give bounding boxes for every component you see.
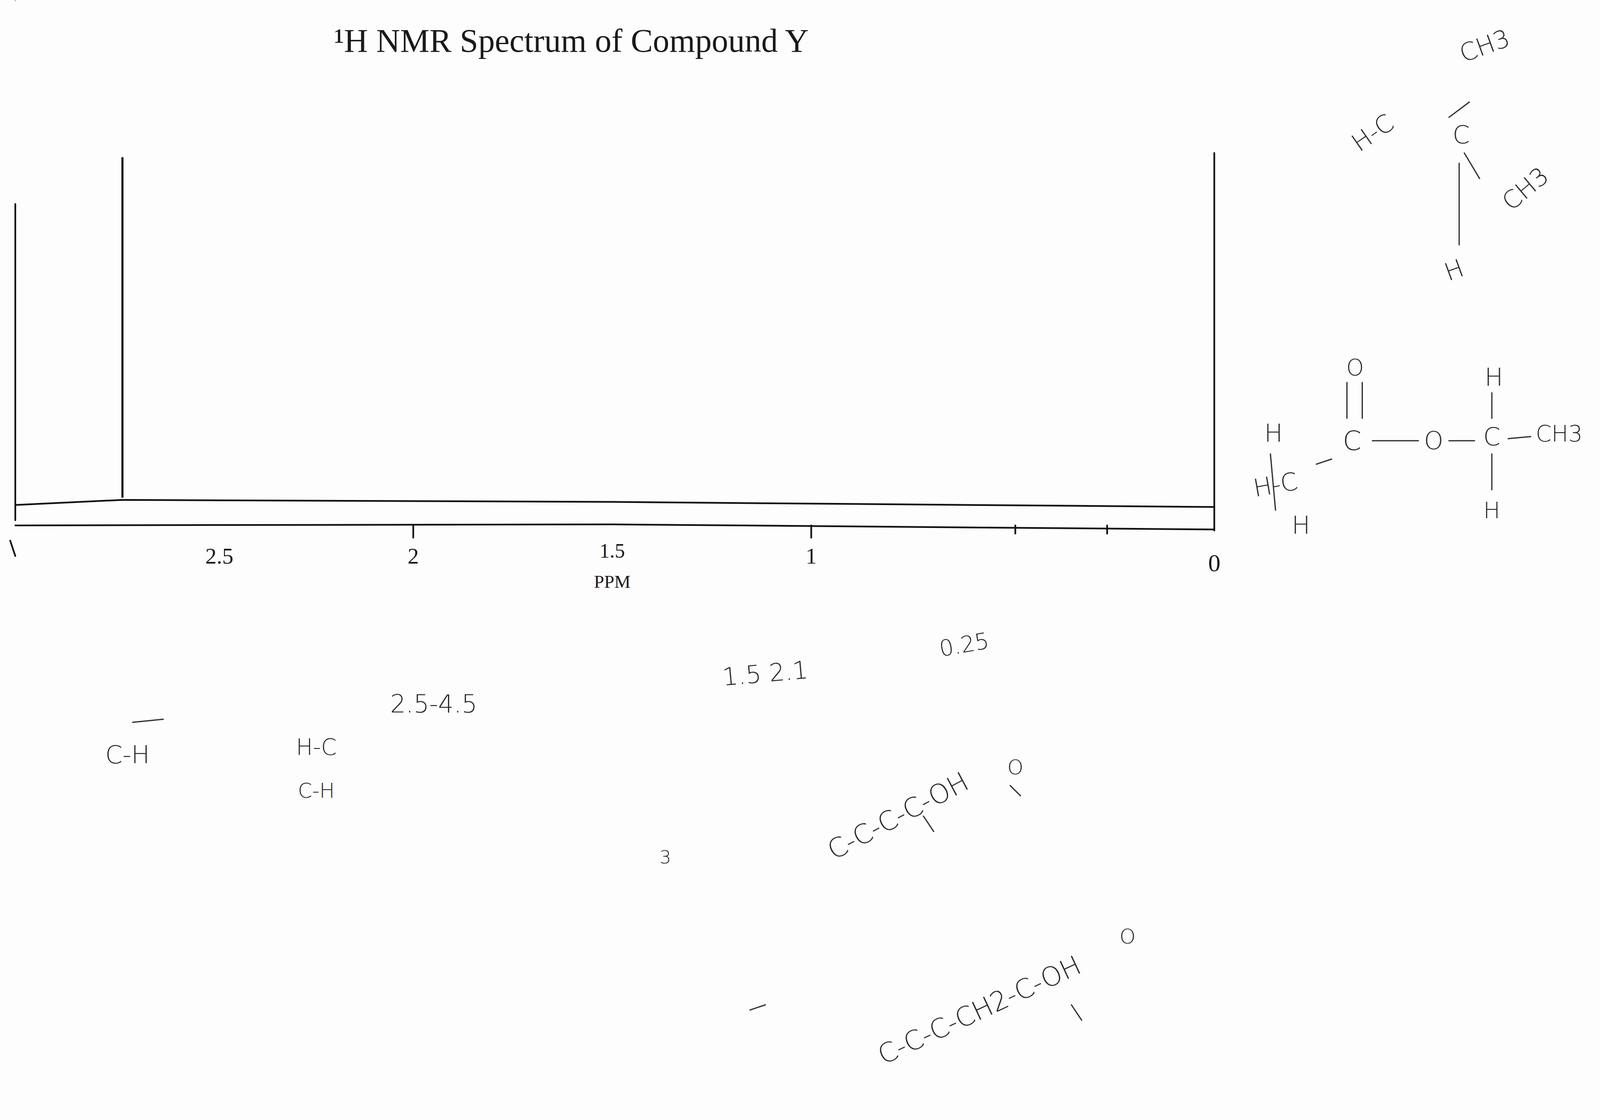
chart-title: ¹H NMR Spectrum of Compound Y: [334, 24, 809, 58]
handwritten-stroke: [1507, 436, 1531, 440]
axis-tick-label: PPM: [593, 572, 631, 591]
handwritten-stroke: [1448, 440, 1475, 442]
axis-tick-label: 2: [407, 545, 420, 568]
handwritten-note: H-C: [296, 735, 337, 759]
handwritten-note: C: [1452, 122, 1471, 148]
handwritten-note: H: [1484, 365, 1504, 390]
plot-line: [1213, 153, 1216, 531]
handwritten-note: O: [1346, 356, 1365, 379]
handwritten-stroke: [1361, 382, 1363, 419]
handwritten-stroke: [1071, 1005, 1082, 1021]
plot-line: [810, 525, 812, 538]
handwritten-note: C: [1483, 424, 1501, 450]
plot-line: [1106, 525, 1108, 534]
handwritten-note: H: [1264, 421, 1283, 446]
handwritten-note: H: [1441, 255, 1468, 286]
handwritten-note: C-H: [105, 742, 150, 768]
plot-line: [15, 524, 1215, 530]
handwritten-note: CH3: [1535, 422, 1583, 445]
axis-tick-label: 1.5: [599, 540, 625, 562]
handwritten-note: C-C-C-C-OH: [823, 768, 973, 865]
handwritten-note: H-C: [1251, 468, 1300, 501]
handwritten-stroke: [132, 719, 164, 723]
handwritten-note: C-C-C-CH2-C-OH: [874, 951, 1086, 1069]
handwritten-stroke: [1316, 459, 1332, 465]
handwritten-note: 1.5 2.1: [721, 657, 810, 690]
handwritten-stroke: [1448, 102, 1470, 118]
handwritten-stroke: [1372, 440, 1419, 442]
handwritten-note: O: [1119, 926, 1136, 947]
plot-line: [15, 500, 1215, 508]
plot-line: [412, 525, 414, 538]
handwritten-note: H-C: [1347, 109, 1398, 156]
handwritten-stroke: [1491, 392, 1493, 419]
handwritten-stroke: [1458, 163, 1461, 245]
handwritten-stroke: [1010, 785, 1021, 796]
handwritten-note: H: [1483, 498, 1501, 522]
handwritten-stroke: [1346, 382, 1348, 419]
handwritten-note: C-H: [297, 780, 335, 801]
plot-line: [10, 540, 16, 557]
handwritten-note: 0.25: [937, 629, 991, 661]
handwritten-note: C: [1342, 427, 1362, 455]
axis-tick-label: 1: [805, 545, 817, 568]
handwritten-note: H: [1291, 513, 1311, 538]
axis-tick-label: 0: [1208, 551, 1221, 576]
plot-line: [14, 204, 17, 521]
handwritten-note: 2.5-4.5: [390, 691, 478, 717]
axis-tick-label: 2.5: [205, 545, 234, 568]
handwritten-stroke: [749, 1005, 766, 1011]
handwritten-note: O: [1007, 757, 1024, 778]
handwritten-note: CH3: [1497, 162, 1553, 215]
handwritten-note: O: [1423, 428, 1444, 454]
handwritten-note: 3: [659, 847, 672, 867]
handwritten-stroke: [1491, 453, 1493, 490]
plot-line: [121, 158, 124, 498]
handwritten-stroke: [923, 816, 934, 832]
plot-line: [1014, 525, 1017, 534]
handwritten-stroke: [1464, 153, 1480, 179]
handwritten-note: CH3: [1456, 25, 1514, 67]
